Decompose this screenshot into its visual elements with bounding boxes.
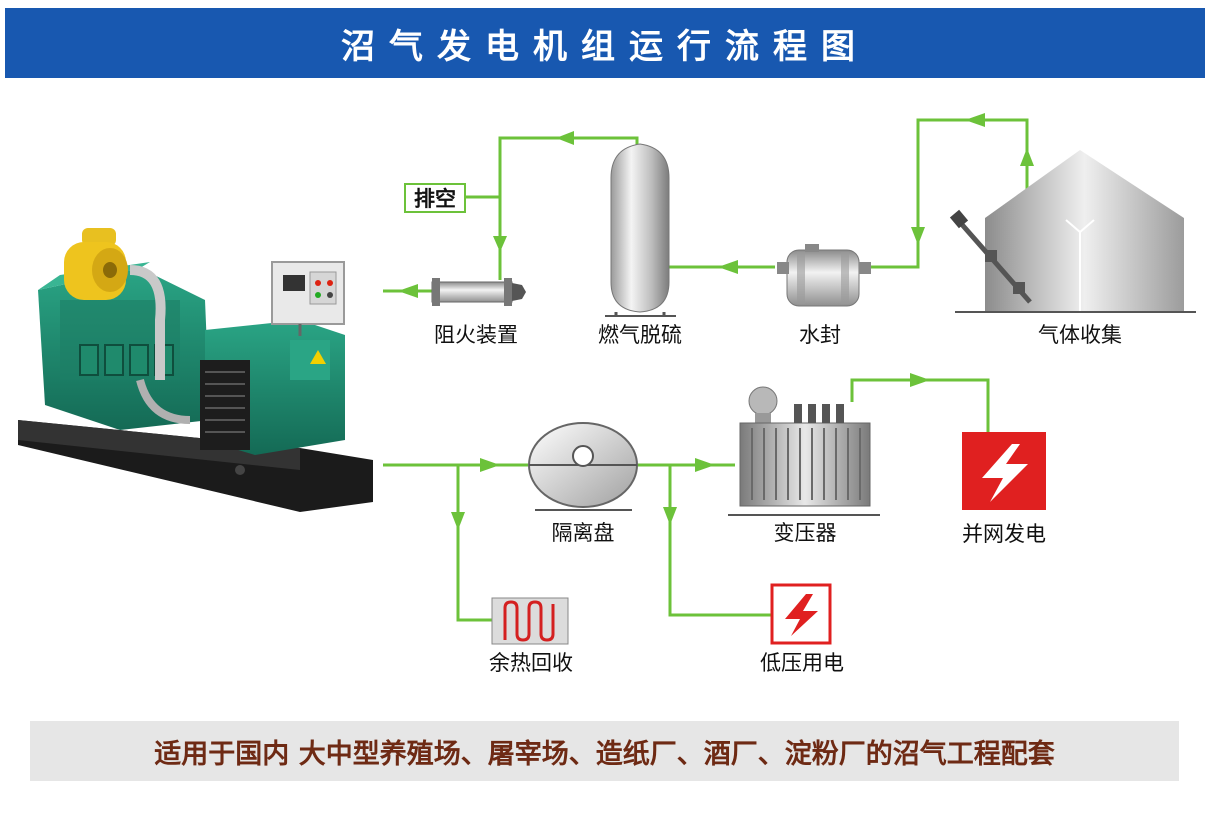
footer-bar: 适用于国内 大中型养殖场、屠宰场、造纸厂、酒厂、淀粉厂的沼气工程配套 [30, 721, 1179, 781]
low-voltage-label: 低压用电 [760, 651, 844, 675]
arrow-down-arrester [493, 236, 507, 252]
arrow-left-dome [965, 113, 985, 127]
vent-label: 排空 [414, 187, 456, 211]
flow-lines [383, 118, 1029, 622]
heat-recovery-icon [491, 597, 569, 645]
arrow-down-heat [451, 512, 465, 530]
page-title: 沼气发电机组运行流程图 [341, 26, 869, 67]
flow-line-grid [850, 378, 990, 432]
heat-recovery-label: 余热回收 [489, 651, 573, 675]
arrow-down-seal [911, 227, 925, 245]
flame-arrester-illustration [431, 278, 526, 306]
low-voltage-icon [770, 583, 832, 645]
arrow-left-top [556, 131, 574, 145]
desulfurization-label: 燃气脱硫 [598, 323, 682, 347]
footer-caption: 适用于国内 大中型养殖场、屠宰场、造纸厂、酒厂、淀粉厂的沼气工程配套 [154, 738, 1055, 770]
arrow-left-seal [718, 260, 738, 274]
gas-collection-label: 气体收集 [1038, 323, 1122, 347]
title-bar: 沼气发电机组运行流程图 [5, 8, 1205, 78]
arrow-left-generator [398, 284, 418, 298]
grid-power-icon [962, 432, 1046, 510]
flow-line-dome-to-seal [870, 118, 1029, 269]
separator-illustration [528, 422, 638, 511]
arrow-up-dome [1020, 148, 1034, 166]
arrow-right-separator [480, 458, 500, 472]
flow-line-heat-recovery [456, 465, 492, 622]
flow-arrows [398, 113, 1034, 530]
separator-label: 隔离盘 [552, 521, 615, 545]
water-seal-illustration [777, 244, 871, 307]
vent-label-box [404, 183, 466, 213]
gas-collection-illustration [949, 150, 1196, 313]
desulfurization-tank-illustration [605, 143, 676, 317]
arrow-right-transformer [695, 458, 715, 472]
flame-arrester-label: 阻火装置 [434, 323, 518, 347]
arrow-down-lowvolt [663, 507, 677, 525]
water-seal-label: 水封 [799, 323, 841, 347]
grid-power-label: 并网发电 [962, 522, 1046, 546]
transformer-label: 变压器 [774, 521, 837, 545]
arrow-right-grid [910, 373, 930, 387]
transformer-illustration [728, 386, 880, 516]
generator-set-illustration [18, 228, 373, 512]
